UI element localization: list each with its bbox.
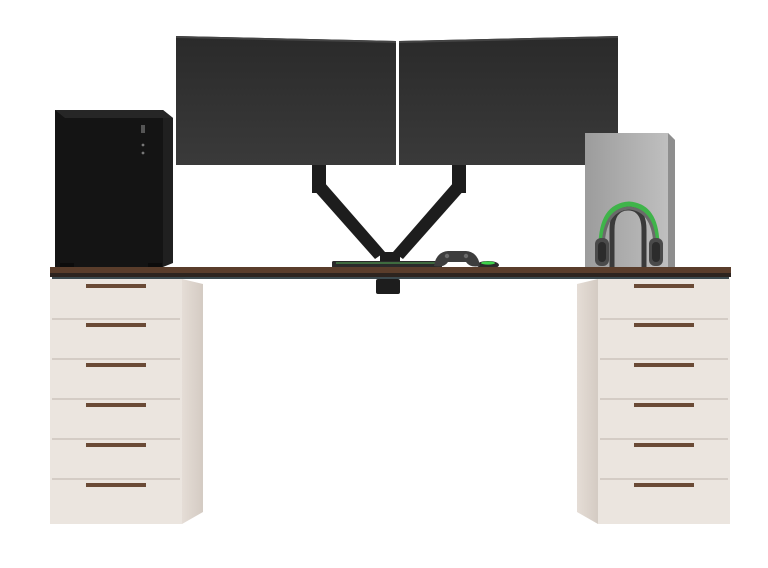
drawer-unit-left bbox=[50, 279, 203, 524]
drawer-unit-right bbox=[577, 279, 730, 524]
drawer-lines-right bbox=[600, 318, 728, 480]
monitor-right bbox=[399, 36, 618, 165]
drawer-handles-right bbox=[634, 284, 694, 487]
headphones bbox=[595, 201, 663, 266]
pc-tower bbox=[55, 110, 173, 268]
monitor-left bbox=[176, 36, 396, 165]
drawer-handles-left bbox=[86, 284, 146, 487]
desk-top bbox=[50, 267, 731, 279]
drawer-lines-left bbox=[52, 318, 180, 480]
game-controller bbox=[434, 251, 480, 267]
keyboard bbox=[332, 261, 442, 268]
